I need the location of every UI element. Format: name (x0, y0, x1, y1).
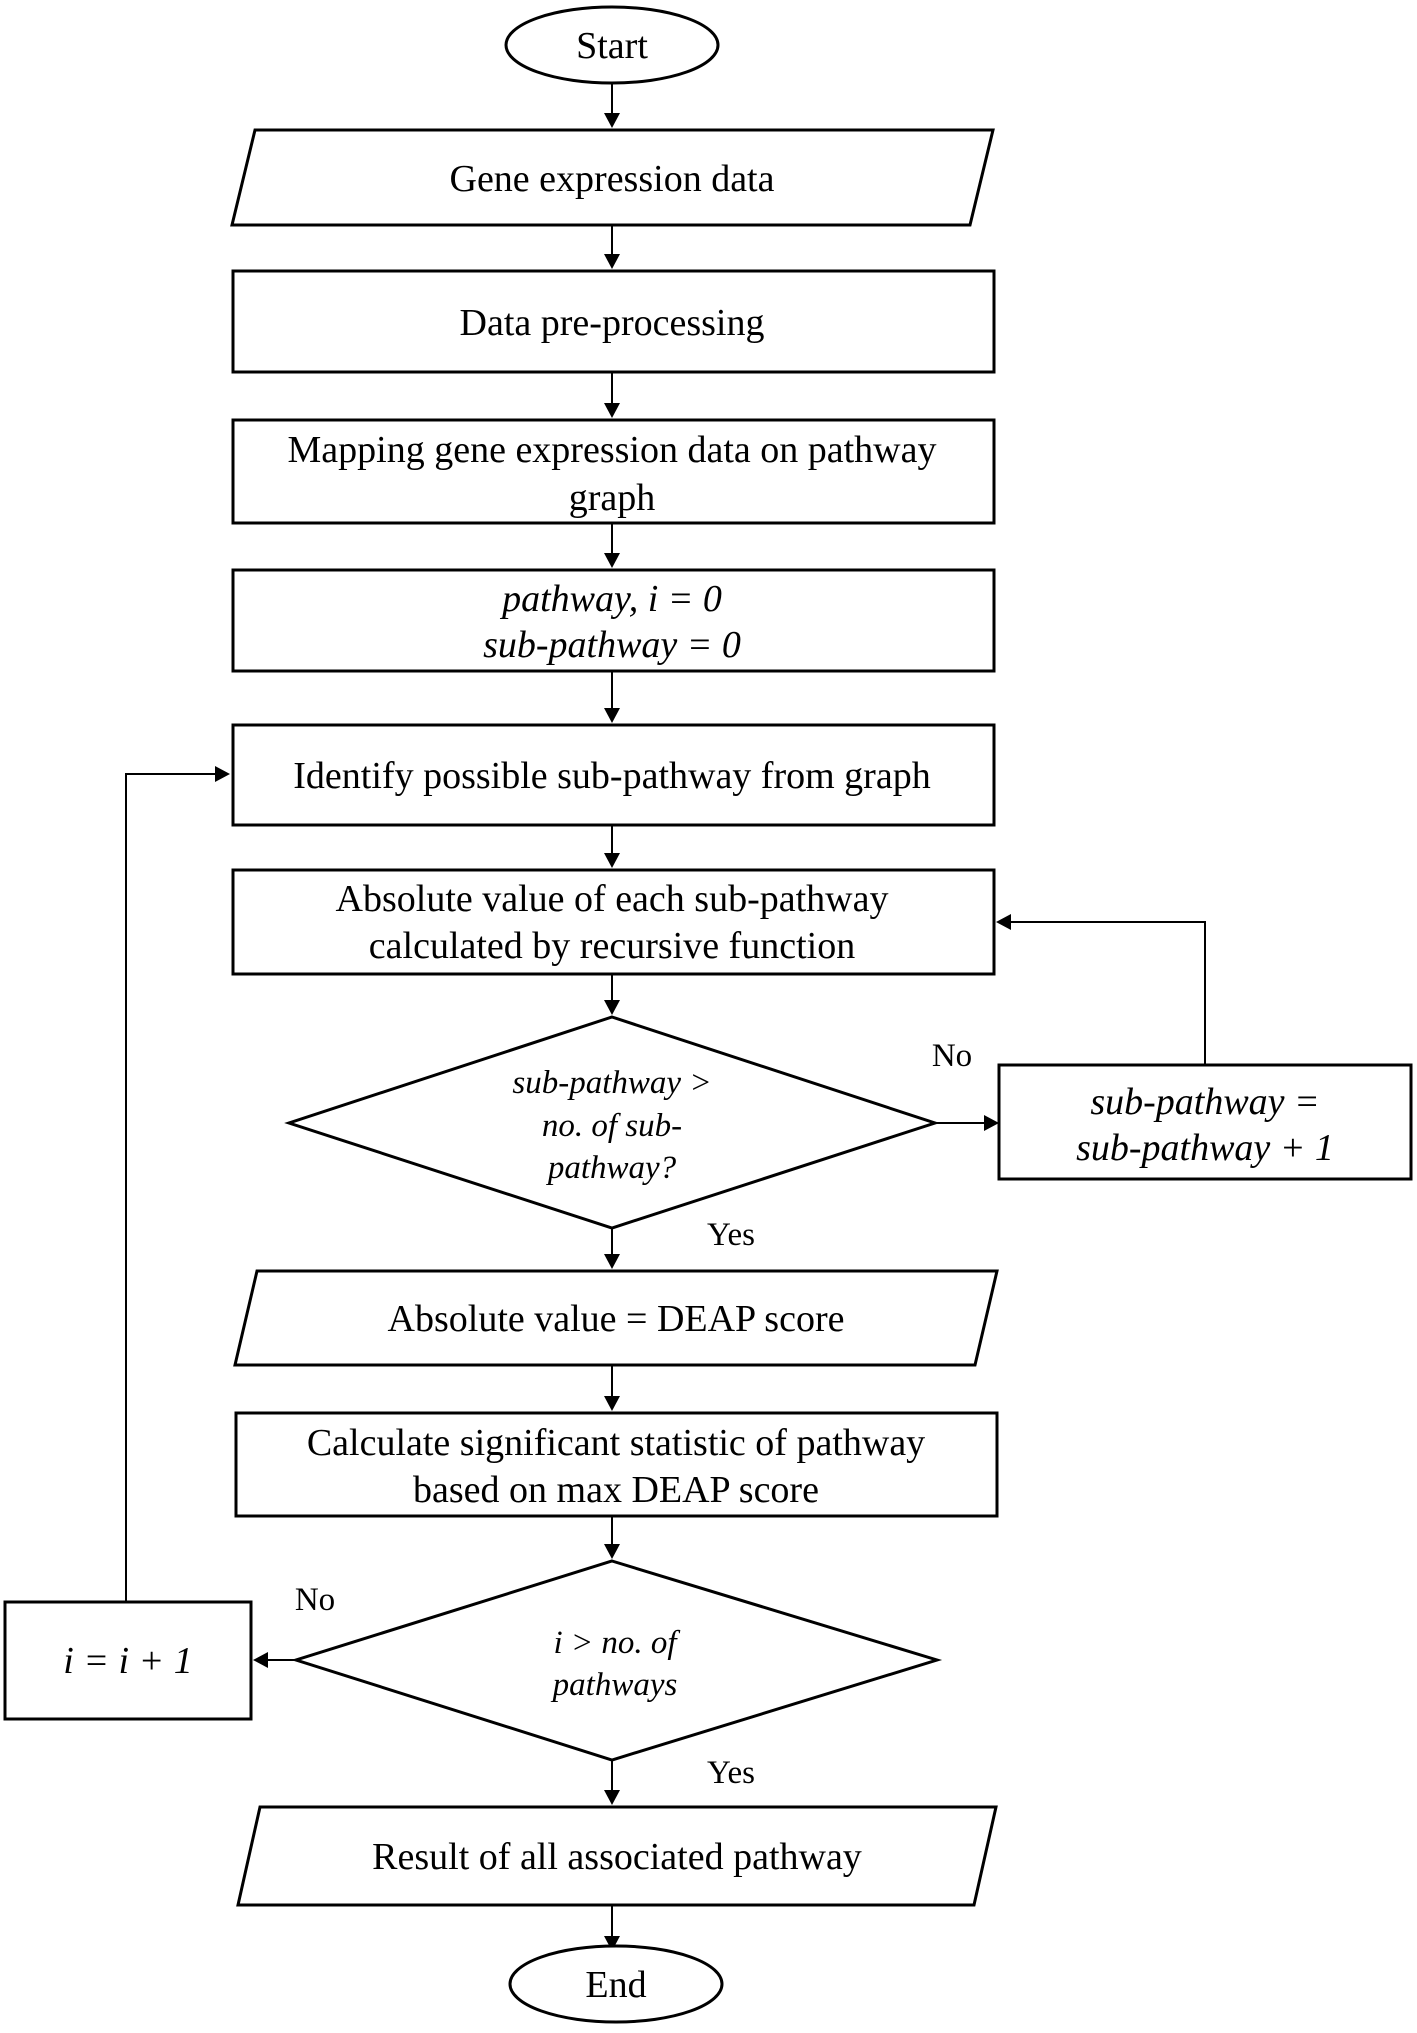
decision-pathways: i > no. of pathways (291, 1559, 943, 1762)
process-preprocessing: Data pre-processing (231, 269, 996, 374)
arrowhead (604, 853, 620, 868)
increment-i-label: i = i + 1 (63, 1640, 192, 1682)
decision-subpathway-line1: sub-pathway > (512, 1065, 711, 1101)
arrowhead (604, 403, 620, 418)
absolute-value-label-line2: calculated by recursive function (369, 925, 855, 967)
decision-subpathway-line2: no. of sub- (542, 1108, 682, 1144)
absolute-value-label-line1: Absolute value of each sub-pathway (336, 878, 889, 920)
arrowhead (215, 766, 230, 782)
decision-subpathway: sub-pathway > no. of sub- pathway? (284, 1015, 940, 1230)
deap-score-parallelogram (233, 1269, 999, 1367)
arrowhead (253, 1652, 268, 1668)
end-terminal: End (508, 1944, 724, 2024)
output-deap-score: Absolute value = DEAP score (233, 1269, 999, 1367)
statistic-box (234, 1411, 999, 1518)
increment-subpathway-line2: sub-pathway + 1 (1076, 1127, 1334, 1169)
end-ellipse (508, 1944, 724, 2024)
arrowhead (984, 1115, 999, 1131)
arrowhead (604, 708, 620, 723)
arrowhead (604, 1544, 620, 1559)
mapping-box (231, 418, 996, 525)
init-label-line1: pathway, i = 0 (499, 578, 722, 620)
result-parallelogram (236, 1805, 998, 1907)
result-label: Result of all associated pathway (372, 1836, 862, 1878)
identify-box (231, 723, 996, 827)
input-parallelogram (230, 128, 995, 227)
init-label-line2: sub-pathway = 0 (483, 624, 741, 666)
process-increment-subpathway: sub-pathway = sub-pathway + 1 (997, 1063, 1413, 1181)
arrowhead (996, 914, 1011, 930)
mapping-label-line2: graph (569, 477, 656, 519)
increment-subpathway-line1: sub-pathway = (1090, 1081, 1319, 1123)
absolute-value-box (231, 868, 996, 976)
arrowhead (604, 1000, 620, 1015)
arrowhead (604, 254, 620, 269)
decision-pathways-line1: i > no. of (553, 1625, 680, 1661)
arrow-increment-i-loop-back (125, 773, 215, 1602)
connectors (125, 83, 1206, 1951)
arrow-increment-loop-back (1011, 921, 1206, 1065)
start-terminal: Start (504, 5, 720, 85)
identify-label: Identify possible sub-pathway from graph (293, 755, 930, 797)
preprocessing-box (231, 269, 996, 374)
branch-label-yes-subpathway: Yes (707, 1217, 755, 1253)
branch-label-no-subpathway: No (932, 1038, 972, 1074)
decision-subpathway-diamond (284, 1015, 940, 1230)
arrowhead (604, 1396, 620, 1411)
statistic-label-line1: Calculate significant statistic of pathw… (307, 1422, 925, 1464)
init-box (231, 568, 996, 673)
arrowhead (604, 1254, 620, 1269)
arrowhead (604, 113, 620, 128)
output-result: Result of all associated pathway (236, 1805, 998, 1907)
deap-score-label: Absolute value = DEAP score (388, 1298, 845, 1340)
process-mapping: Mapping gene expression data on pathway … (231, 418, 996, 525)
branch-label-no-pathways: No (295, 1582, 335, 1618)
increment-i-box (3, 1600, 253, 1721)
increment-subpathway-box (997, 1063, 1413, 1181)
arrowhead (604, 1936, 620, 1951)
start-label: Start (576, 25, 648, 67)
process-increment-i: i = i + 1 (3, 1600, 253, 1721)
input-gene-expression-data: Gene expression data (230, 128, 995, 227)
gene-expression-label: Gene expression data (450, 158, 775, 200)
process-absolute-value: Absolute value of each sub-pathway calcu… (231, 868, 996, 976)
decision-subpathway-line3: pathway? (546, 1150, 677, 1186)
statistic-label-line2: based on max DEAP score (413, 1469, 819, 1511)
end-label: End (585, 1964, 646, 2006)
start-ellipse (504, 5, 720, 85)
arrowhead (604, 553, 620, 568)
process-statistic: Calculate significant statistic of pathw… (234, 1411, 999, 1518)
mapping-label-line1: Mapping gene expression data on pathway (288, 429, 937, 471)
process-init: pathway, i = 0 sub-pathway = 0 (231, 568, 996, 673)
arrowhead (604, 1790, 620, 1805)
process-identify: Identify possible sub-pathway from graph (231, 723, 996, 827)
preprocessing-label: Data pre-processing (460, 302, 765, 344)
branch-label-yes-pathways: Yes (707, 1755, 755, 1791)
decision-pathways-line2: pathways (551, 1667, 678, 1703)
decision-pathways-diamond (291, 1559, 943, 1762)
